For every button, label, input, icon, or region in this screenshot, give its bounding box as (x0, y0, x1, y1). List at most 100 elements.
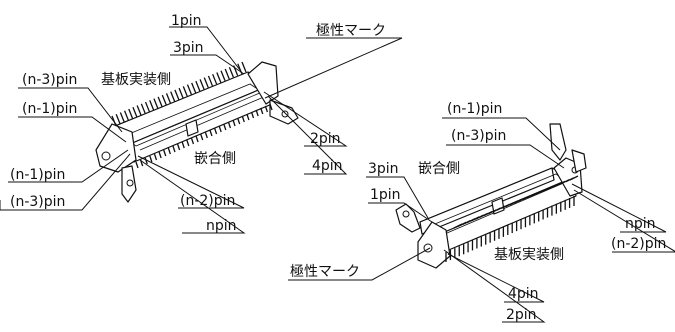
right-label-2pin: 2pin (506, 307, 537, 323)
left-pin-top (207, 75, 214, 87)
left-pin-top (199, 79, 205, 90)
left-pin-bottom (227, 121, 232, 129)
right-label-polarity: 極性マーク (290, 264, 360, 280)
left-pin-bottom (153, 153, 158, 161)
left-pin-bottom (232, 119, 236, 127)
right-leader-lines (288, 117, 675, 323)
left-pin-top (153, 98, 159, 109)
left-polarity-key (185, 119, 199, 137)
left-pin-top (228, 66, 235, 78)
left-pin-top (220, 70, 226, 81)
right-label-n2: (n-2)pin (611, 236, 666, 252)
left-pin-bottom (158, 151, 162, 159)
right-pins-top (453, 175, 579, 229)
left-pin-bottom (260, 107, 264, 115)
left-pin-bottom (144, 157, 148, 165)
left-label-polarity: 極性マーク (316, 23, 386, 39)
left-pin-bottom (176, 143, 181, 151)
left-pin-bottom (218, 125, 222, 133)
left-label-n1-bottom: (n-1)pin (10, 167, 65, 183)
left-pin-top (119, 112, 125, 123)
left-pin-bottom (264, 105, 268, 113)
left-label-4pin: 4pin (312, 158, 343, 174)
left-pins-top (111, 61, 247, 127)
left-pin-bottom (167, 147, 171, 155)
left-pin-bottom (149, 155, 153, 163)
left-pin-top (136, 105, 142, 116)
left-pin-top (224, 68, 230, 80)
right-label-n3: (n-3)pin (451, 128, 506, 144)
right-housing-back (419, 167, 555, 235)
left-pin-top (144, 101, 151, 113)
left-pin-top (241, 61, 247, 73)
left-pin-top (174, 89, 180, 101)
left-pin-bottom (269, 103, 273, 111)
left-pin-bottom (163, 149, 167, 157)
right-latch-left (395, 203, 421, 233)
left-pin-top (212, 73, 218, 85)
left-pin-top (132, 107, 138, 118)
left-pin-bottom (223, 123, 227, 131)
left-pin-top (182, 86, 188, 97)
right-label-board-side: 基板実装側 (494, 246, 564, 263)
left-pin-top (157, 96, 163, 108)
left-pin-top (123, 110, 130, 122)
left-label-mating-side: 嵌合側 (194, 151, 236, 167)
left-pin-top (149, 100, 155, 111)
left-pin-bottom (209, 129, 213, 137)
left-pin-bottom (255, 109, 259, 117)
left-pin-bottom (200, 133, 204, 141)
left-pin-top (178, 87, 184, 99)
left-label-board-side: 基板実装側 (101, 71, 171, 88)
left-pin-bottom (190, 137, 195, 145)
left-pin-top (140, 103, 146, 115)
left-pin-bottom (250, 111, 255, 119)
left-pin-top (115, 114, 121, 125)
left-pin-bottom (181, 141, 185, 149)
left-pin-top (191, 82, 197, 94)
left-label-1pin: 1pin (171, 13, 202, 29)
left-pin-top (170, 91, 176, 102)
left-label-2pin: 2pin (310, 131, 341, 147)
left-pin-bottom (135, 161, 139, 169)
left-pin-bottom (241, 115, 245, 123)
left-pin-top (216, 72, 222, 83)
right-label-npin: npin (625, 216, 656, 232)
left-pin-bottom (246, 113, 250, 121)
left-pin-bottom (204, 131, 208, 139)
left-pins-bottom (135, 103, 273, 169)
left-ear-left (95, 123, 137, 173)
left-label-n2: (n-2)pin (180, 193, 235, 209)
left-pin-bottom (172, 145, 176, 153)
left-label-n3-top: (n-3)pin (22, 72, 77, 88)
left-pin-top (186, 84, 193, 95)
right-pins-bottom (445, 196, 575, 262)
left-label-n1-top: (n-1)pin (22, 101, 77, 117)
right-pin-top (569, 175, 579, 181)
left-label-npin: npin (206, 218, 237, 234)
left-connector (95, 61, 299, 203)
right-connector (395, 123, 587, 269)
left-pin-top (203, 77, 209, 88)
left-pin-bottom (237, 117, 241, 125)
right-label-1pin: 1pin (370, 187, 401, 203)
left-pin-top (161, 94, 167, 106)
left-pin-bottom (186, 139, 190, 147)
right-label-4pin: 4pin (508, 286, 539, 302)
left-label-3pin: 3pin (173, 40, 204, 56)
right-latch-right (549, 123, 567, 161)
left-ear-right (247, 61, 279, 105)
left-pin-top (128, 108, 134, 120)
right-label-mating-side: 嵌合側 (418, 161, 460, 177)
left-pin-bottom (213, 127, 218, 135)
left-leader-lines (0, 26, 403, 234)
left-pin-top (195, 80, 201, 92)
left-pin-top (165, 93, 172, 104)
left-label-n3-bottom: (n-3)pin (10, 194, 65, 210)
right-latch-right-lower (571, 149, 587, 173)
right-label-n1: (n-1)pin (447, 101, 502, 117)
right-label-3pin: 3pin (368, 161, 399, 177)
left-pin-bottom (195, 135, 199, 143)
left-ear-left-hole (101, 151, 111, 161)
